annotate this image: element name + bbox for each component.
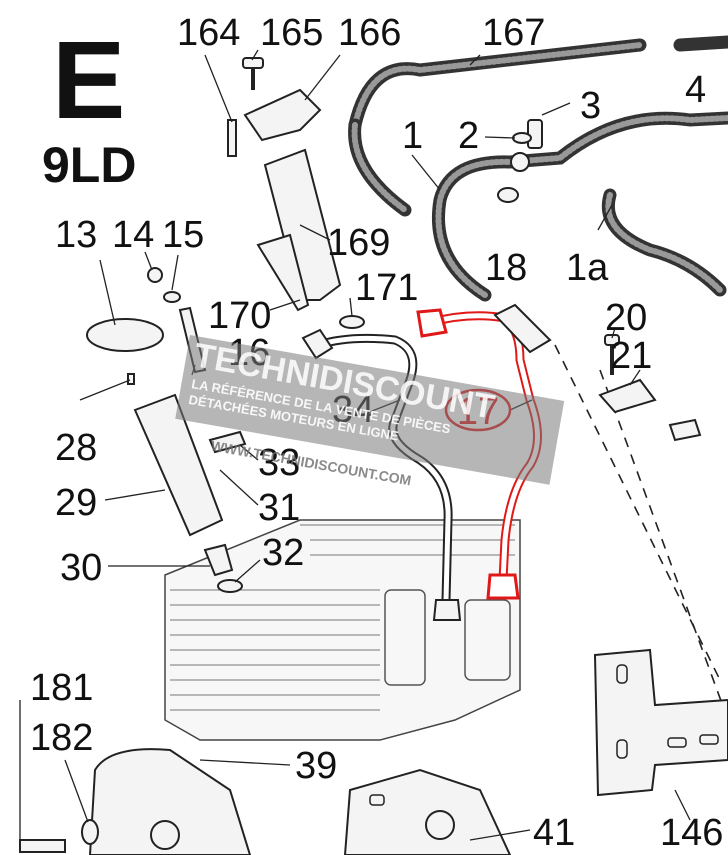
fuel-hose-1a [601, 188, 727, 297]
cooling-fins [170, 524, 515, 711]
washer-32 [217, 579, 243, 593]
watermark: TECHNIDISCOUNT LA RÉFÉRENCE DE LA VENTE … [175, 335, 565, 488]
callout-31: 31 [258, 487, 300, 529]
callout-2: 2 [458, 115, 479, 157]
leader-lines [19, 49, 691, 841]
nut-14 [147, 267, 163, 283]
washer-2 [512, 132, 532, 144]
callout-182: 182 [30, 717, 93, 759]
callout-21: 21 [610, 335, 652, 377]
washer-15 [163, 291, 181, 303]
callout-169: 169 [327, 222, 390, 264]
reference-line [599, 369, 728, 721]
callout-29: 29 [55, 482, 97, 524]
banjo-fitting [510, 152, 530, 172]
callout-32: 32 [262, 532, 304, 574]
washer-182 [81, 819, 99, 845]
callout-18: 18 [485, 247, 527, 289]
callout-171: 171 [355, 267, 418, 309]
connector-18 [493, 303, 552, 354]
callout-166: 166 [338, 12, 401, 54]
callout-41: 41 [533, 812, 575, 854]
callout-15: 15 [162, 214, 204, 256]
injector-29 [133, 393, 224, 537]
clamp-21 [598, 378, 657, 414]
pump-39-port [150, 820, 180, 850]
fuel-hose-167 [348, 38, 647, 217]
bracket-146 [593, 648, 728, 797]
spring-22 [668, 418, 702, 442]
banjo-bolt-3 [527, 119, 543, 149]
callout-170: 170 [208, 295, 271, 337]
pump-39 [88, 748, 252, 855]
cylinder-head [164, 519, 521, 741]
callout-1: 1 [402, 115, 423, 157]
callout-164: 164 [177, 12, 240, 54]
washer-18 [497, 187, 519, 203]
callout-165: 165 [260, 12, 323, 54]
callout-20: 20 [605, 297, 647, 339]
washer-171 [339, 315, 365, 329]
callout-146: 146 [660, 812, 723, 854]
callout-labels: 164 165 166 167 4 3 2 1 1a 18 13 14 15 1… [30, 12, 723, 854]
fuel-hose-1 [432, 111, 728, 302]
callout-3: 3 [580, 85, 601, 127]
callout-1a: 1a [566, 247, 609, 289]
callout-167: 167 [482, 12, 545, 54]
callout-13: 13 [55, 214, 97, 256]
section-letter: E [52, 19, 125, 142]
cover-13 [86, 318, 164, 352]
callout-28: 28 [55, 427, 97, 469]
nozzle-170 [256, 233, 310, 312]
fitting-33 [208, 430, 247, 454]
callout-30: 30 [60, 547, 102, 589]
fuel-hose-4 [673, 35, 728, 52]
callout-181: 181 [30, 667, 93, 709]
bolt-181 [19, 839, 66, 853]
pin-28 [127, 373, 135, 385]
nozzle-30 [203, 543, 234, 577]
callout-33: 33 [258, 442, 300, 484]
callout-14: 14 [112, 214, 154, 256]
engine-model: 9LD [42, 137, 136, 193]
callout-39: 39 [295, 745, 337, 787]
callout-4: 4 [685, 69, 706, 111]
clamp-166 [243, 88, 322, 142]
pump-41 [343, 768, 512, 855]
pin-164 [227, 119, 237, 157]
